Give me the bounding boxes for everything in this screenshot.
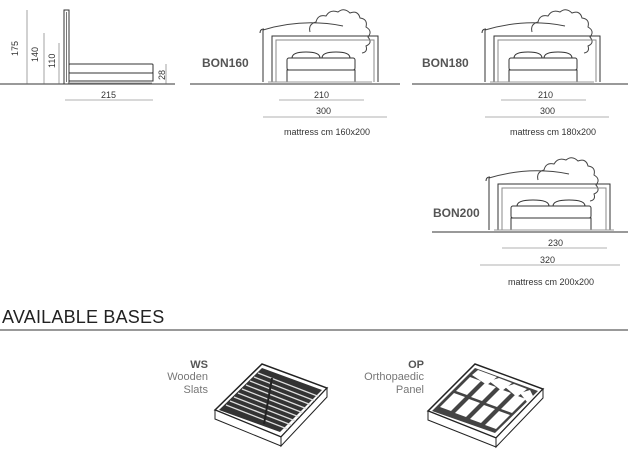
base-op-code: OP	[408, 359, 424, 371]
bon180-outer-width: 300	[540, 106, 556, 116]
side-length: 215	[101, 90, 117, 100]
bon180-inner-width: 210	[538, 90, 554, 100]
op-base-drawing	[426, 363, 545, 449]
section-title-available-bases: AVAILABLE BASES	[2, 307, 165, 327]
bon160-outer-width: 300	[316, 106, 332, 116]
bon200-front-drawing	[480, 157, 620, 266]
base-op-line1: Orthopaedic	[364, 371, 424, 383]
base-ws-line2: Slats	[183, 384, 208, 396]
side-height-28: 28	[157, 69, 167, 80]
base-ws-code: WS	[190, 359, 208, 371]
model-bon200: BON200	[433, 206, 480, 220]
side-height-140: 140	[30, 46, 40, 62]
bon180-front-drawing	[481, 9, 609, 118]
ws-base-drawing	[213, 363, 329, 448]
bon200-outer-width: 320	[540, 255, 556, 265]
bon160-front-drawing	[259, 9, 387, 118]
model-bon180: BON180	[422, 56, 469, 70]
base-op-label: OP Orthopaedic Panel	[344, 359, 424, 397]
bon160-mattress: mattress cm 160x200	[284, 127, 371, 137]
side-height-175: 175	[10, 40, 20, 56]
base-op-line2: Panel	[395, 384, 424, 396]
bon200-mattress: mattress cm 200x200	[508, 277, 595, 287]
base-ws-line1: Wooden	[167, 371, 208, 383]
side-view-drawing	[26, 9, 167, 101]
bon200-inner-width: 230	[548, 238, 564, 248]
bon160-inner-width: 210	[314, 90, 330, 100]
base-ws-label: WS Wooden Slats	[140, 359, 208, 397]
model-bon160: BON160	[202, 56, 249, 70]
bon180-mattress: mattress cm 180x200	[510, 127, 597, 137]
side-height-110: 110	[47, 53, 57, 68]
